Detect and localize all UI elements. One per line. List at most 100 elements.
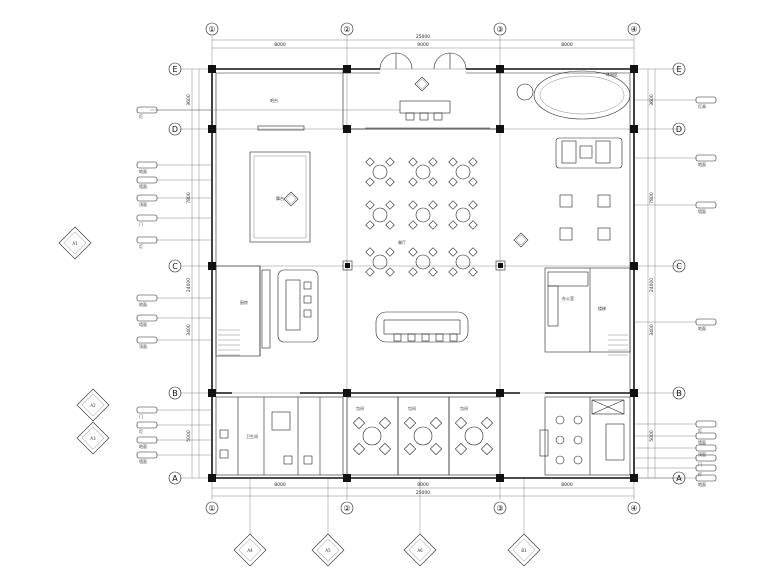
callout-right: 灯 xyxy=(634,464,717,477)
grid-bubble xyxy=(627,22,641,36)
grid-label-col: ④ xyxy=(630,25,637,34)
callout-right: 地面 xyxy=(634,318,717,331)
grid-label-row: B xyxy=(676,389,682,398)
index-marker: A4 xyxy=(233,478,267,567)
callout-right: 地面 xyxy=(634,474,717,487)
callout-right: 顶面 xyxy=(634,444,717,457)
dimension-span: 3400 xyxy=(649,324,655,336)
grid-bubble xyxy=(627,501,641,515)
callout-left: 灯 xyxy=(136,236,212,249)
dimension-right: 3600 7800 24000 3400 5000 xyxy=(647,69,656,478)
dining-table xyxy=(448,157,478,187)
callout-right: 墙面 xyxy=(634,432,717,445)
dining-table xyxy=(365,157,395,187)
stairs-left xyxy=(218,329,240,356)
index-marker: A6 xyxy=(403,478,437,567)
private-tables xyxy=(352,416,494,456)
dimension-total: 24000 xyxy=(186,278,192,292)
callout-label: 地面 xyxy=(698,325,706,331)
dimension-span: 8000 xyxy=(561,482,573,488)
index-marker: B1 xyxy=(507,478,541,567)
callout-left: 墙面 xyxy=(136,176,212,189)
callout-label: 灯 xyxy=(698,427,702,433)
dining-table xyxy=(408,200,438,230)
grid-label-row: D xyxy=(676,125,682,134)
callout-left: 墙面 xyxy=(136,451,212,464)
dimension-span: 9000 xyxy=(417,482,429,488)
callout-left: 墙面 xyxy=(136,314,212,327)
grid-bubble xyxy=(340,22,354,36)
callout-label: 地面 xyxy=(139,443,147,449)
callout-label: 灯具 xyxy=(698,103,706,109)
grid-label-row: E xyxy=(172,65,177,74)
callout-label: 灯 xyxy=(139,428,143,434)
grid-label-col: ② xyxy=(343,504,350,513)
callout-label: 墙面 xyxy=(698,439,706,445)
callout-right: 墙面 xyxy=(634,201,717,214)
grid-bubble xyxy=(205,22,219,36)
grid-label-row: E xyxy=(676,65,681,74)
grid-bubble xyxy=(205,501,219,515)
callout-label: 地面 xyxy=(139,168,147,174)
callout-left: 顶面 xyxy=(136,336,212,349)
room-label-private: 包间 xyxy=(356,405,364,411)
grid-label-col: ③ xyxy=(496,25,503,34)
callout-label: 灯 xyxy=(698,471,702,477)
callout-left: 地面 xyxy=(136,161,212,174)
room-label-lounge: 休闲区 xyxy=(606,71,618,77)
dining-tables xyxy=(365,157,478,277)
callout-right: 灯具 xyxy=(634,96,717,109)
dimension-left: 3600 7800 24000 3400 5000 xyxy=(186,69,200,478)
dimension-span: 7800 xyxy=(649,192,655,204)
grid-label-row: C xyxy=(676,262,682,271)
grid-label-col: ④ xyxy=(630,504,637,513)
grid-bubbles-bottom: ① ② ③ ④ xyxy=(205,501,641,515)
grid-label-row: B xyxy=(172,389,178,398)
grid-bubble xyxy=(340,501,354,515)
callout-label: 灯 xyxy=(139,113,143,119)
index-label: B1 xyxy=(521,548,527,553)
room-label-private: 包间 xyxy=(460,405,468,411)
left-service-zone: 厨房 xyxy=(215,265,319,357)
exterior-walls xyxy=(211,68,635,479)
dining-table xyxy=(448,247,478,277)
banquet-table xyxy=(375,311,469,343)
callout-left: 灯 xyxy=(136,421,212,434)
private-table xyxy=(352,416,392,456)
display-strip xyxy=(257,125,305,131)
room-label-private: 包间 xyxy=(408,405,416,411)
grid-bubbles-top: ① ② ③ ④ xyxy=(205,22,641,36)
index-label: A4 xyxy=(247,548,253,553)
grid-label-col: ① xyxy=(208,25,215,34)
grid-bubble xyxy=(493,501,507,515)
dimension-total: 24000 xyxy=(649,278,655,292)
dimension-span: 3600 xyxy=(186,94,192,106)
index-marker: A2 xyxy=(76,388,110,422)
dimension-span: 5000 xyxy=(186,430,192,442)
callout-left: 地面 xyxy=(136,294,212,307)
callout-label: 门 xyxy=(698,461,702,467)
room-label-toilet: 卫生间 xyxy=(246,433,258,439)
index-label: A2 xyxy=(90,403,96,408)
stage: 舞台 xyxy=(249,151,311,243)
entrance-doors xyxy=(379,52,467,70)
callout-left: 地面 xyxy=(136,436,212,449)
private-table xyxy=(403,416,443,456)
callout-label: 墙面 xyxy=(698,208,706,214)
dimension-span: 9000 xyxy=(417,42,429,48)
dimension-span: 3400 xyxy=(186,324,192,336)
callout-label: 地面 xyxy=(139,301,147,307)
callout-label: 地面 xyxy=(698,481,706,487)
private-rooms: 包间 包间 包间 xyxy=(346,396,501,476)
grid-label-row: D xyxy=(172,125,178,134)
dimension-bottom: 8000 9000 8000 25000 xyxy=(212,482,634,497)
index-marker: A5 xyxy=(311,478,345,567)
grid-label-col: ② xyxy=(343,25,350,34)
index-label: A3 xyxy=(90,436,96,441)
dining-table xyxy=(408,157,438,187)
index-marker: A3 xyxy=(76,421,110,455)
grid-bubble xyxy=(493,22,507,36)
